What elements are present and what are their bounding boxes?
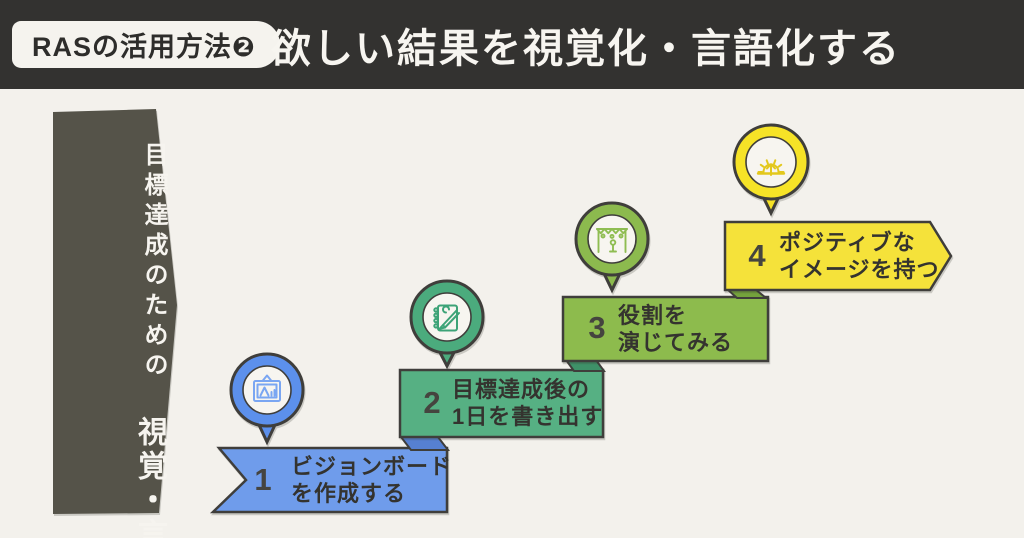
side-banner-shape xyxy=(53,109,177,514)
step1-label-line1: ビジョンボード xyxy=(291,454,453,479)
step1-pin-marker xyxy=(229,352,305,446)
notebook-pen-icon xyxy=(433,304,460,332)
step4-label: ポジティブな イメージを持つ xyxy=(779,229,940,283)
step3-label-line2: 演じてみる xyxy=(618,330,734,355)
step4-label-line1: ポジティブな xyxy=(779,230,916,255)
step2-label: 目標達成後の 1日を書き出す xyxy=(452,376,603,430)
step1-label-line2: を作成する xyxy=(291,481,407,506)
step2-label-line1: 目標達成後の xyxy=(452,377,591,402)
page-title: 欲しい結果を視覚化・言語化する xyxy=(271,26,901,71)
step2-number: 2 xyxy=(423,385,441,420)
step2-label-line2: 1日を書き出す xyxy=(452,404,604,429)
step1-label: ビジョンボード を作成する xyxy=(291,453,452,507)
step3-box xyxy=(561,295,770,363)
step3-label: 役割を 演じてみる xyxy=(618,302,733,356)
step2-box xyxy=(398,368,605,439)
step4-pin-marker xyxy=(732,123,810,217)
step1-number: 1 xyxy=(254,462,272,497)
sunrise-arrow-icon xyxy=(756,159,786,176)
side-banner-title: 目標達成のための 視覚・言語化ステップ xyxy=(57,128,171,538)
step4-ribbon xyxy=(723,220,953,292)
header-bar: RASの活用方法❷ 欲しい結果を視覚化・言語化する xyxy=(0,0,1024,89)
step3-pin-marker xyxy=(574,201,650,294)
banner-line1: 目標達成のための xyxy=(140,142,167,382)
banner-line2: 視覚・言語化ステップ xyxy=(57,416,171,538)
stage-icon xyxy=(596,228,628,253)
step2-pin-marker xyxy=(409,279,485,370)
step4-label-line2: イメージを持つ xyxy=(779,257,940,282)
header-badge-label: RASの活用方法❷ xyxy=(32,32,256,62)
header-badge: RASの活用方法❷ xyxy=(12,21,280,68)
step3-label-line1: 役割を xyxy=(618,303,688,328)
step4-number: 4 xyxy=(748,238,766,273)
step3-number: 3 xyxy=(588,310,606,345)
picture-frame-icon xyxy=(253,374,281,402)
